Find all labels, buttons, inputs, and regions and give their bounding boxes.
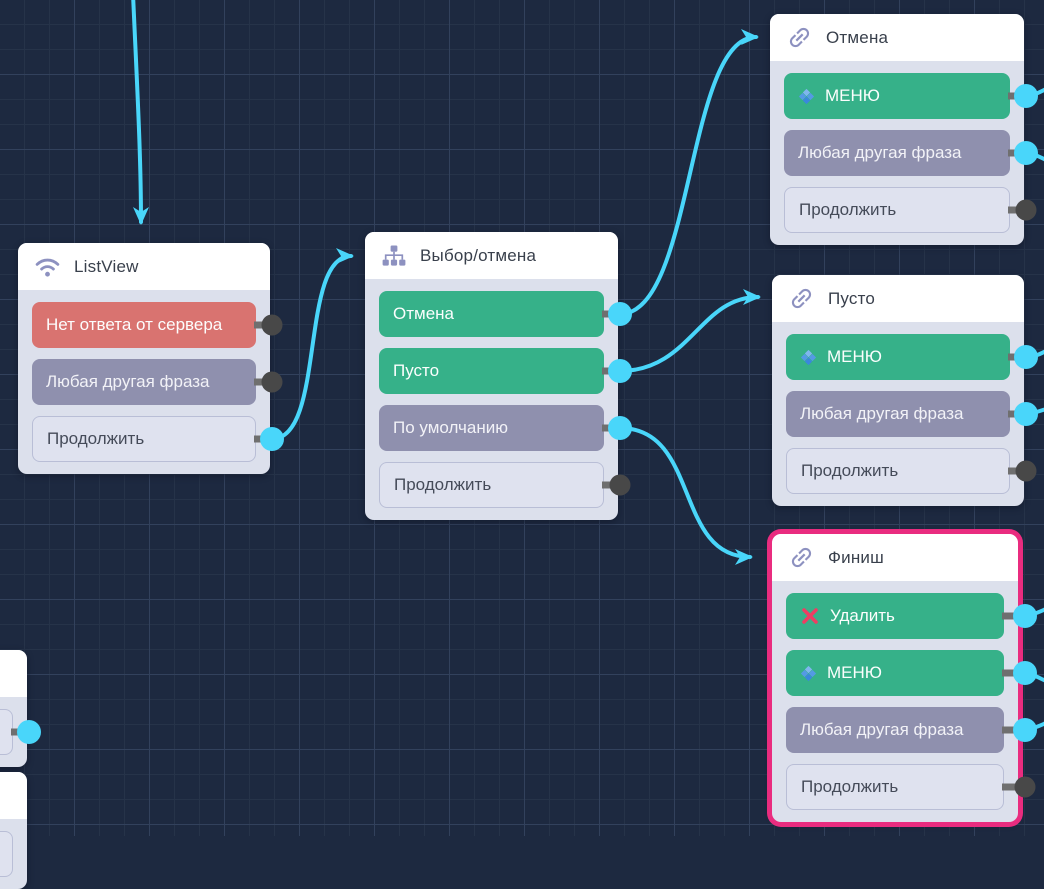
row-delete[interactable]: Удалить — [786, 593, 1004, 639]
output-port-choice-cancel-default[interactable] — [608, 416, 632, 440]
row-label: Любая другая фраза — [800, 404, 964, 423]
output-port-listview-continue[interactable] — [260, 427, 284, 451]
node-title: Финиш — [828, 547, 884, 567]
node-title: Отмена — [826, 27, 889, 47]
wifi-icon — [34, 255, 61, 279]
edge-choice-empty-to-empty[interactable] — [618, 289, 761, 373]
output-port-empty-any-other-phrase[interactable] — [1014, 402, 1038, 426]
output-port-empty-menu[interactable] — [1014, 345, 1038, 369]
output-port-cancel-continue[interactable] — [1015, 199, 1037, 221]
node-header[interactable]: Пусто — [772, 275, 1024, 322]
output-port-empty-continue[interactable] — [1015, 460, 1037, 482]
sitemap-icon — [381, 244, 407, 268]
output-port-choice-cancel-empty[interactable] — [608, 359, 632, 383]
link-icon — [788, 544, 815, 571]
diamond-icon — [798, 88, 815, 105]
node-header[interactable]: Отмена — [770, 14, 1024, 61]
row-label: Продолжить — [801, 461, 899, 480]
row-menu[interactable]: МЕНЮ — [786, 650, 1004, 696]
row-menu[interactable]: МЕНЮ — [784, 73, 1010, 119]
row-label: Любая другая фраза — [798, 143, 962, 162]
row-partial-row[interactable] — [0, 709, 13, 755]
row-default[interactable]: По умолчанию — [379, 405, 604, 451]
edge-offscreen-top-to-listview[interactable] — [131, 0, 149, 225]
node-title: Выбор/отмена — [420, 245, 537, 265]
row-label: Продолжить — [799, 200, 897, 219]
output-port-choice-cancel-continue[interactable] — [609, 474, 631, 496]
node-header[interactable] — [0, 772, 27, 819]
edge-choice-default-to-finish[interactable] — [618, 426, 753, 565]
row-continue[interactable]: Продолжить — [379, 462, 604, 508]
row-any-other-phrase[interactable]: Любая другая фраза — [32, 359, 256, 405]
output-port-choice-cancel-cancel[interactable] — [608, 302, 632, 326]
cross-icon — [800, 606, 820, 626]
node-title: ListView — [74, 256, 139, 276]
link-icon — [786, 24, 813, 51]
diamond-icon — [800, 349, 817, 366]
row-label: Нет ответа от сервера — [46, 315, 223, 334]
row-any-other-phrase[interactable]: Любая другая фраза — [786, 707, 1004, 753]
row-label: Продолжить — [47, 429, 145, 448]
row-continue[interactable]: Продолжить — [786, 764, 1004, 810]
output-port-listview-any-other-phrase[interactable] — [261, 371, 283, 393]
node-title: Пусто — [828, 288, 876, 308]
row-label: Пусто — [393, 361, 440, 380]
node-partial-left-bottom[interactable] — [0, 772, 27, 889]
edge-listview-continue-to-choice-cancel[interactable] — [270, 248, 354, 441]
row-continue[interactable]: Продолжить — [32, 416, 256, 462]
row-label: Продолжить — [801, 777, 899, 796]
node-header[interactable]: Выбор/отмена — [365, 232, 618, 279]
row-label: МЕНЮ — [827, 347, 882, 366]
row-label: МЕНЮ — [825, 86, 880, 105]
row-label: МЕНЮ — [827, 663, 882, 682]
row-any-other-phrase[interactable]: Любая другая фраза — [784, 130, 1010, 176]
row-label: Удалить — [830, 606, 895, 625]
output-port-finish-delete[interactable] — [1013, 604, 1037, 628]
link-icon — [788, 285, 815, 312]
edge-choice-cancel-to-cancel[interactable] — [618, 29, 759, 316]
output-port-cancel-any-other-phrase[interactable] — [1014, 141, 1038, 165]
output-port-partial-left-top-partial-row[interactable] — [17, 720, 41, 744]
output-port-cancel-menu[interactable] — [1014, 84, 1038, 108]
output-port-listview-no-server-answer[interactable] — [261, 314, 283, 336]
row-label: Любая другая фраза — [800, 720, 964, 739]
node-partial-left-top[interactable] — [0, 650, 27, 767]
row-continue[interactable]: Продолжить — [784, 187, 1010, 233]
row-label: Продолжить — [394, 475, 492, 494]
output-port-finish-any-other-phrase[interactable] — [1013, 718, 1037, 742]
row-label: Отмена — [393, 304, 454, 323]
row-any-other-phrase[interactable]: Любая другая фраза — [786, 391, 1010, 437]
node-header[interactable]: Финиш — [772, 534, 1018, 581]
row-menu[interactable]: МЕНЮ — [786, 334, 1010, 380]
row-label: По умолчанию — [393, 418, 508, 437]
row-partial-row[interactable] — [0, 831, 13, 877]
row-cancel[interactable]: Отмена — [379, 291, 604, 337]
node-body — [0, 819, 27, 889]
row-label: Любая другая фраза — [46, 372, 210, 391]
diamond-icon — [800, 665, 817, 682]
row-continue[interactable]: Продолжить — [786, 448, 1010, 494]
row-empty[interactable]: Пусто — [379, 348, 604, 394]
output-port-finish-continue[interactable] — [1014, 776, 1036, 798]
node-header[interactable]: ListView — [18, 243, 270, 290]
node-header[interactable] — [0, 650, 27, 697]
row-no-server-answer[interactable]: Нет ответа от сервера — [32, 302, 256, 348]
output-port-finish-menu[interactable] — [1013, 661, 1037, 685]
